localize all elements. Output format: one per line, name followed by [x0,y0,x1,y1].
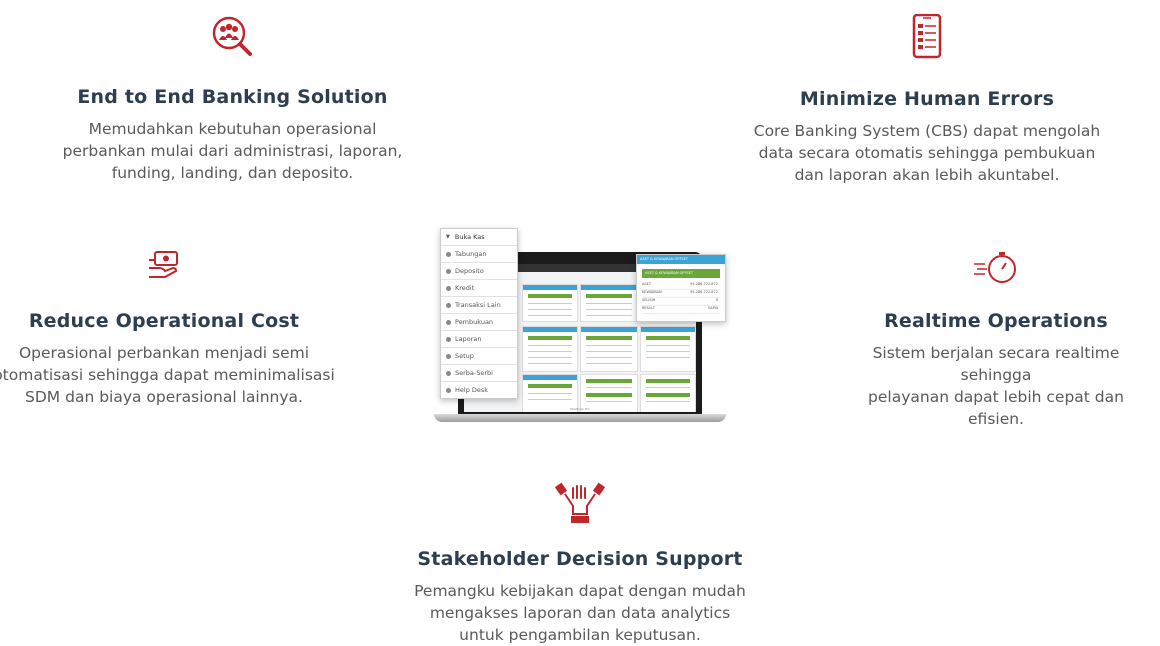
bullet-icon [446,336,451,342]
feature-human-errors: Minimize Human Errors Core Banking Syste… [752,14,1102,186]
dashboard-panel [522,374,578,412]
feature-title: End to End Banking Solution [77,86,388,108]
menu-item-tabungan[interactable]: Tabungan [441,245,517,262]
feature-title: Stakeholder Decision Support [417,548,743,570]
feature-title: Realtime Operations [884,310,1108,332]
dashboard-panel [640,326,696,372]
feature-description: Sistem berjalan secara realtime sehingga… [868,344,1124,428]
dashboard-panel [580,326,638,372]
bullet-icon [446,285,451,291]
menu-item-kredit[interactable]: Kredit [441,279,517,296]
popup-green-bar: ASET & KEWAJIBAN OFFSET [642,269,720,278]
laptop-base [434,414,726,422]
menu-item-transaksi-lain[interactable]: Transaksi Lain [441,296,517,313]
feature-description: Core Banking System (CBS) dapat mengolah… [753,122,1101,184]
bullet-icon [446,319,451,325]
laptop-mockup: MacBook Pro ▼Buka Kas Tabungan Deposito … [434,226,726,426]
dashboard-panel [640,374,696,412]
menu-item-setup[interactable]: Setup [441,347,517,364]
feature-description: Operasional perbankan menjadi semi otoma… [0,344,335,406]
feature-title: Minimize Human Errors [799,88,1055,110]
dashboard-panel [580,284,638,322]
menu-item-laporan[interactable]: Laporan [441,330,517,347]
bullet-icon [446,353,451,359]
hands-together-icon [555,482,605,523]
app-topbar [464,264,696,272]
menu-item-serba-serbi[interactable]: Serba-Serbi [441,364,517,381]
dashboard-panel [580,374,638,412]
stopwatch-icon [974,252,1016,283]
app-sidebar-menu: ▼Buka Kas Tabungan Deposito Kredit Trans… [440,228,518,399]
app-dashboard [464,264,696,412]
hand-cash-icon [149,251,178,278]
popup-header: ASET & KEWAJIBAN OFFSET [637,255,725,264]
mobile-checklist-icon [912,14,942,59]
feature-description: Pemangku kebijakan dapat dengan mudah me… [414,582,746,644]
feature-title: Reduce Operational Cost [28,310,300,332]
asset-liability-popup: ASET & KEWAJIBAN OFFSET ASET & KEWAJIBAN… [636,254,726,322]
dashboard-panel [522,284,578,322]
bullet-icon [446,370,451,376]
bullet-icon [446,268,451,274]
menu-item-help-desk[interactable]: Help Desk [441,381,517,398]
dashboard-panel [522,326,578,372]
feature-decision: Stakeholder Decision Support Pemangku ke… [405,478,755,646]
menu-item-buka-kas[interactable]: ▼Buka Kas [446,233,485,241]
feature-realtime: Realtime Operations Sistem berjalan seca… [838,250,1154,430]
group-search-icon [212,16,252,56]
feature-operational-cost: Reduce Operational Cost Operasional perb… [0,246,338,408]
feature-description: Memudahkan kebutuhan operasional perbank… [62,120,403,182]
bullet-icon [446,302,451,308]
menu-item-deposito[interactable]: Deposito [441,262,517,279]
feature-end-to-end: End to End Banking Solution Memudahkan k… [60,14,405,184]
bullet-icon [446,387,451,393]
menu-item-pembukuan[interactable]: Pembukuan [441,313,517,330]
bullet-icon [446,251,451,257]
laptop-brand: MacBook Pro [570,407,590,411]
